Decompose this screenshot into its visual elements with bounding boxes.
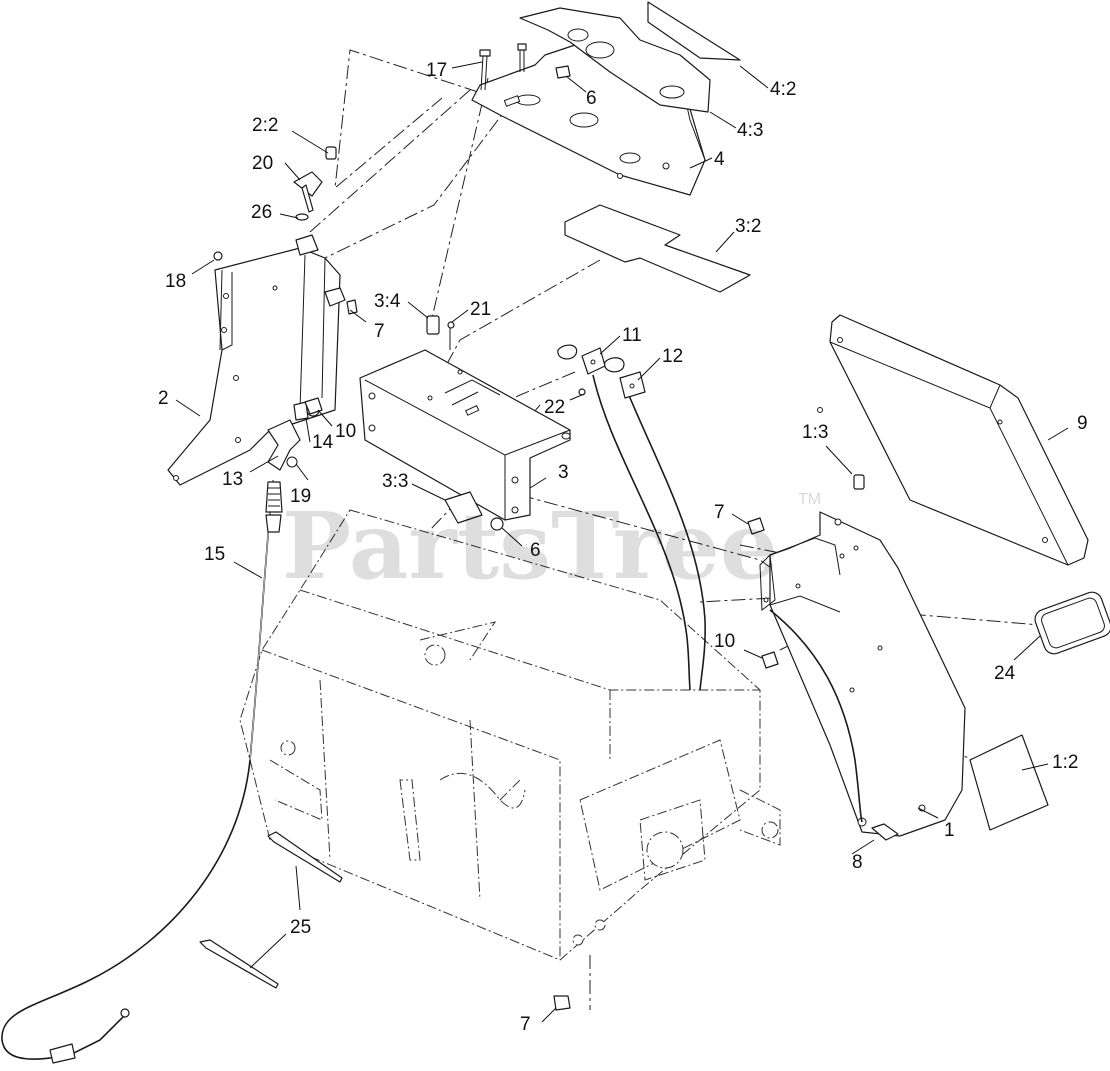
switch-11 bbox=[557, 344, 606, 375]
callout-6: 6 bbox=[586, 88, 597, 109]
callout-24: 24 bbox=[994, 663, 1016, 684]
callout-25: 25 bbox=[290, 917, 311, 938]
callout-6-lower: 6 bbox=[530, 540, 541, 561]
callout-4-2: 4:2 bbox=[770, 79, 796, 100]
callout-12: 12 bbox=[662, 346, 683, 367]
callout-10-right: 10 bbox=[714, 631, 735, 652]
switch-12 bbox=[604, 357, 646, 399]
decal-4-3 bbox=[519, 7, 711, 113]
decal-3-3 bbox=[444, 491, 483, 524]
callout-21: 21 bbox=[470, 299, 491, 320]
callout-3: 3 bbox=[558, 462, 569, 483]
callout-8: 8 bbox=[852, 852, 863, 873]
watermark-trademark: TM bbox=[798, 491, 821, 508]
throttle-cable-hardware bbox=[49, 481, 283, 1064]
callout-19: 19 bbox=[290, 486, 311, 507]
callout-15: 15 bbox=[204, 544, 225, 565]
callout-1: 1 bbox=[944, 820, 955, 841]
control-box bbox=[359, 349, 571, 521]
callout-7: 7 bbox=[374, 321, 385, 342]
cables bbox=[1, 374, 863, 1060]
callout-18: 18 bbox=[165, 271, 186, 292]
callout-14: 14 bbox=[312, 432, 334, 453]
callout-9: 9 bbox=[1077, 413, 1088, 434]
decal-4-2 bbox=[647, 1, 741, 61]
callout-22: 22 bbox=[544, 397, 565, 418]
left-side-panel bbox=[167, 247, 341, 486]
partstree-watermark: PartsTree TM bbox=[282, 491, 821, 600]
cover-pad bbox=[817, 314, 1089, 566]
callout-10: 10 bbox=[335, 421, 356, 442]
callout-4: 4 bbox=[714, 149, 725, 170]
callout-3-4: 3:4 bbox=[374, 291, 401, 312]
decal-1-2 bbox=[969, 734, 1049, 831]
callout-7-right: 7 bbox=[714, 502, 725, 523]
frame-assembly bbox=[239, 509, 781, 961]
callout-3-3: 3:3 bbox=[382, 471, 408, 492]
lens-plate bbox=[1034, 591, 1110, 655]
callout-11: 11 bbox=[622, 325, 642, 346]
right-side-bracket bbox=[759, 511, 966, 837]
lever-knob bbox=[293, 146, 337, 221]
callout-labels: 17 6 4:2 4:3 4 2:2 20 26 18 7 3:2 3:4 21… bbox=[158, 60, 1088, 1035]
callout-4-3: 4:3 bbox=[737, 120, 763, 141]
callout-2-2: 2:2 bbox=[252, 115, 278, 136]
callout-13: 13 bbox=[222, 469, 243, 490]
watermark-text: PartsTree bbox=[282, 492, 778, 600]
callout-3-2: 3:2 bbox=[735, 216, 761, 237]
callout-2: 2 bbox=[158, 388, 169, 409]
cable-ties bbox=[199, 831, 343, 989]
callout-7-bottom: 7 bbox=[520, 1014, 531, 1035]
decal-3-2 bbox=[564, 204, 751, 293]
callout-1-3: 1:3 bbox=[802, 422, 828, 443]
callout-26: 26 bbox=[251, 202, 272, 223]
callout-1-2: 1:2 bbox=[1052, 752, 1078, 773]
leader-lines bbox=[175, 61, 1069, 1023]
callout-20: 20 bbox=[252, 153, 273, 174]
callout-17: 17 bbox=[426, 60, 447, 81]
